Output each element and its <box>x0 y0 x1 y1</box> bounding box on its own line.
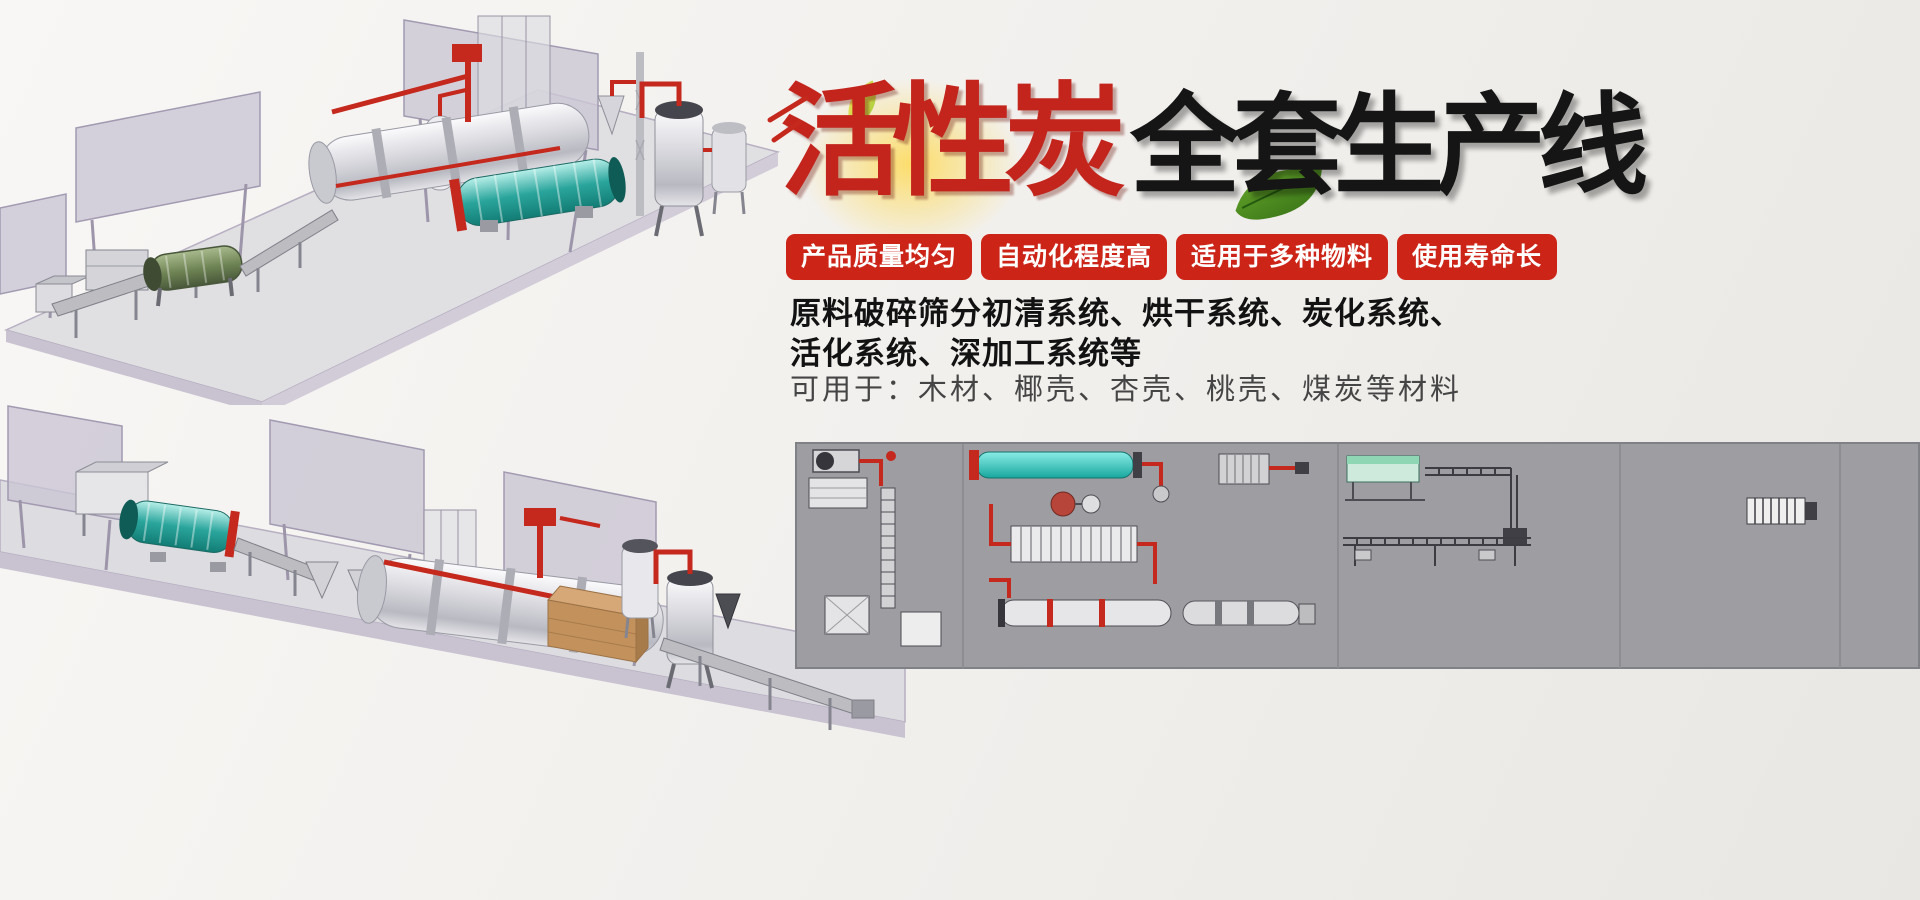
production-line-3d-render-bottom <box>0 370 930 900</box>
production-line-3d-render-top <box>0 0 780 405</box>
furnace-unit <box>635 52 704 237</box>
carbonization-drum <box>1182 600 1316 626</box>
feed-bin <box>824 595 942 647</box>
side-tank <box>703 122 747 215</box>
feature-badge: 产品质量均匀 <box>786 234 973 280</box>
long-conveyor <box>1343 537 1531 566</box>
incline-conveyor <box>239 209 339 292</box>
elbow-conveyor <box>1425 467 1527 544</box>
cooling-drum-teal <box>969 450 1170 503</box>
title-red-text: 活性炭 <box>780 71 1126 213</box>
green-rotary-drum <box>119 499 240 572</box>
packing-machine <box>1345 455 1425 501</box>
cyclone-separator <box>715 593 741 630</box>
fan-and-crusher-unit <box>808 449 896 509</box>
feature-badges: 产品质量均匀 自动化程度高 适用于多种物料 使用寿命长 <box>786 234 1558 280</box>
feature-badge: 适用于多种物料 <box>1176 234 1389 280</box>
applications-text: 可用于：木材、椰壳、杏壳、桃壳、煤炭等材料 <box>790 372 1463 406</box>
wall-divider-lines <box>962 444 1841 668</box>
cyclone-separator <box>597 80 640 136</box>
discharge-conveyor <box>659 637 875 730</box>
teal-rotary-drum <box>449 157 626 232</box>
system-description: 原料破碎筛分初清系统、烘干系统、炭化系统、 活化系统、深加工系统等 <box>790 294 1462 375</box>
description-line-1: 原料破碎筛分初清系统、烘干系统、炭化系统、 <box>790 296 1462 332</box>
description-line-2: 活化系统、深加工系统等 <box>790 336 1142 373</box>
striped-conveyor-right <box>1746 497 1817 525</box>
bucket-elevator <box>880 487 896 609</box>
banner-title: 活性炭全套生产线 <box>780 66 1648 219</box>
green-rotary-drum <box>143 245 243 307</box>
heat-exchanger <box>989 504 1157 584</box>
red-piping <box>331 44 561 188</box>
brush-stroke-marks <box>767 95 809 143</box>
leaf-icon <box>1235 168 1322 220</box>
vertical-tank <box>621 539 659 639</box>
title-black-text: 全套生产线 <box>1130 82 1648 210</box>
feature-badge: 自动化程度高 <box>981 234 1168 280</box>
hatched-hopper-top <box>1218 453 1309 485</box>
plant-layout-schematic <box>795 442 1920 669</box>
rotary-dryer-drum <box>989 578 1172 627</box>
support-tower <box>477 15 551 121</box>
feature-badge: 使用寿命长 <box>1397 234 1558 280</box>
cyclone-units <box>1050 491 1101 517</box>
